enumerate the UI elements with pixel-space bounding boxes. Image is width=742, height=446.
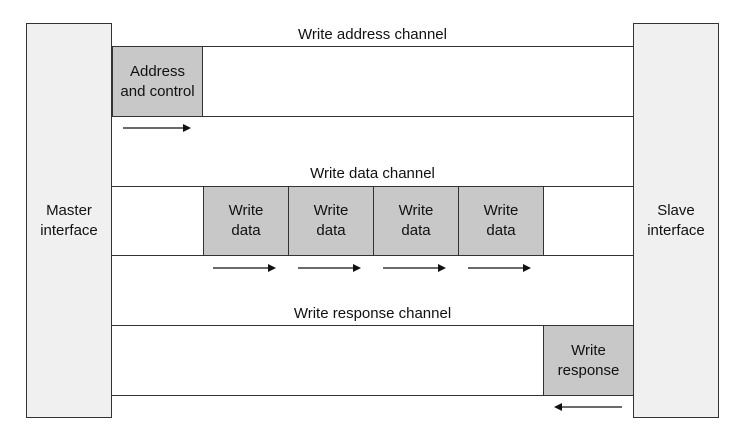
write-data-box-3: Write data <box>373 186 459 256</box>
write-response-box: Write response <box>543 325 634 396</box>
write-data-box-4: Write data <box>458 186 544 256</box>
write-response-channel-top-line <box>112 325 633 326</box>
master-interface: Master interface <box>26 23 112 418</box>
master-interface-label-line1: Master <box>46 201 92 219</box>
write-data-box-4-line2: data <box>486 222 516 239</box>
write-data-arrow-3 <box>383 262 446 274</box>
slave-interface-label-line1: Slave <box>657 201 695 219</box>
write-address-channel-title: Write address channel <box>298 26 447 43</box>
write-data-box-1: Write data <box>203 186 289 256</box>
write-data-box-2-line1: Write <box>313 202 349 219</box>
write-data-arrow-2 <box>298 262 361 274</box>
address-arrow-right <box>123 122 191 134</box>
write-response-channel-bottom-line <box>112 395 633 396</box>
write-response-channel-title: Write response channel <box>293 305 452 322</box>
write-address-channel-top-line <box>112 46 633 47</box>
write-response-box-line1: Write <box>571 341 606 359</box>
write-data-box-4-line1: Write <box>483 202 519 219</box>
write-data-arrow-1 <box>213 262 276 274</box>
address-and-control-line2: and control <box>120 82 195 100</box>
response-arrow-left <box>554 401 622 413</box>
write-data-box-3-line1: Write <box>398 202 434 219</box>
slave-interface-label-line2: interface <box>647 221 705 239</box>
master-interface-label-line2: interface <box>40 221 98 239</box>
write-data-channel-title: Write data channel <box>310 165 435 182</box>
write-response-box-line2: response <box>557 361 620 379</box>
address-and-control-line1: Address <box>129 62 186 80</box>
slave-interface: Slave interface <box>633 23 719 418</box>
write-data-box-3-line2: data <box>401 222 431 239</box>
write-address-channel-bottom-line <box>112 116 633 117</box>
write-data-box-1-line2: data <box>231 222 261 239</box>
write-data-box-2-line2: data <box>316 222 346 239</box>
address-and-control-box: Address and control <box>112 46 203 117</box>
write-data-box-2: Write data <box>288 186 374 256</box>
write-data-box-1-line1: Write <box>228 202 264 219</box>
write-data-arrow-4 <box>468 262 531 274</box>
